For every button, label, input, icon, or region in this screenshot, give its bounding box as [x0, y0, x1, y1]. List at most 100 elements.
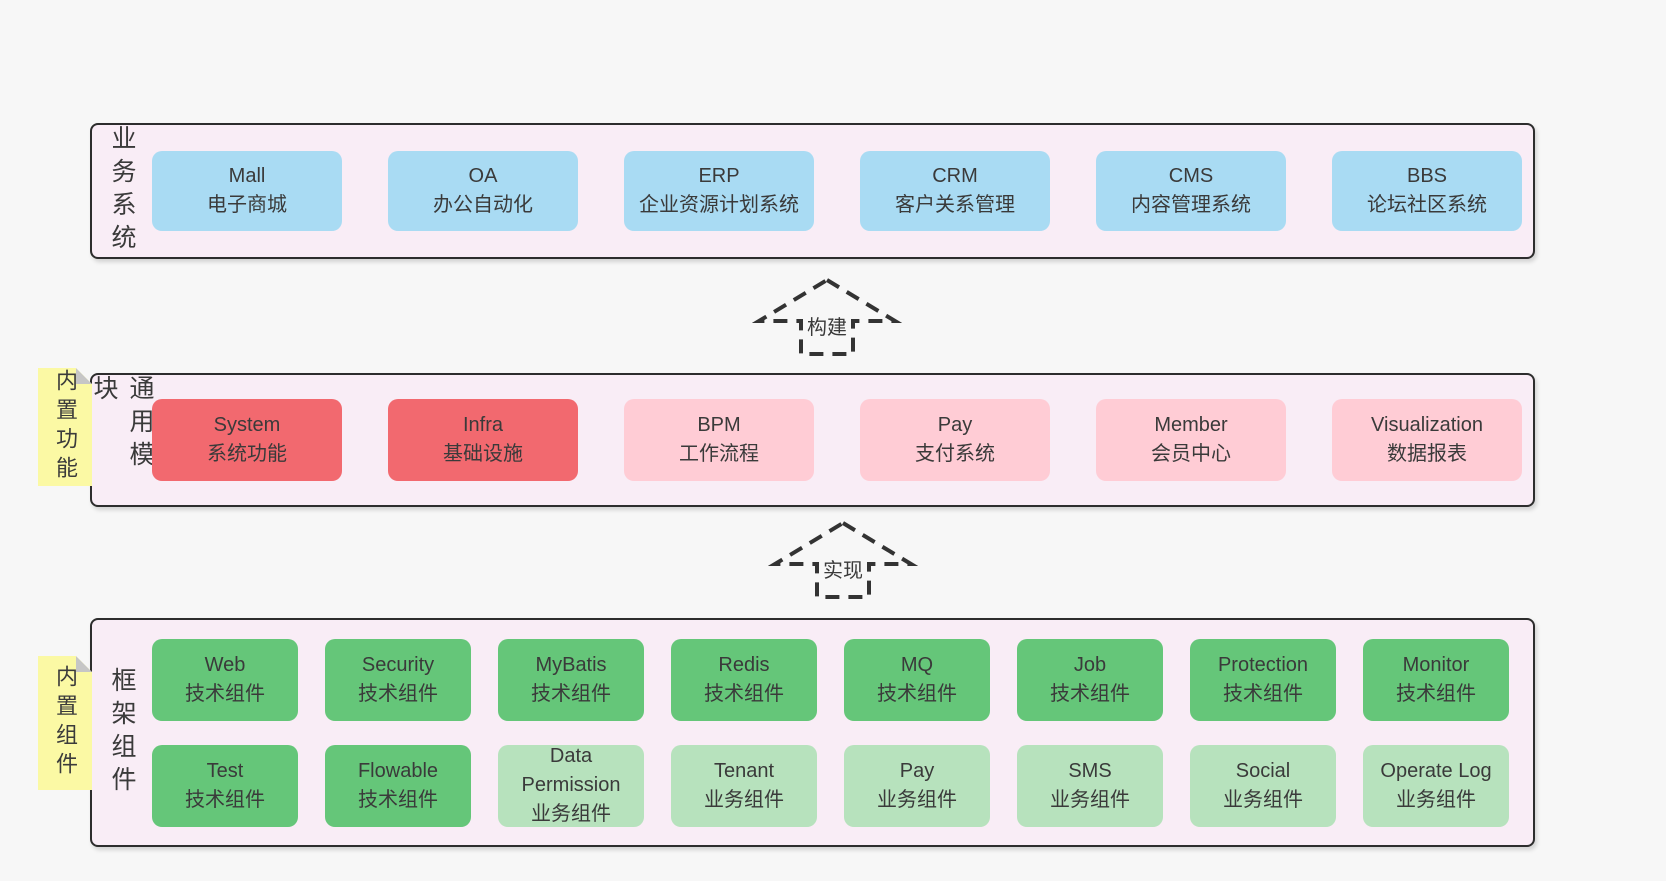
box-subtitle: 技术组件: [704, 682, 784, 705]
box-test: Test 技术组件: [152, 744, 298, 827]
box-subtitle: 业务组件: [704, 788, 784, 811]
box-subtitle: 会员中心: [1151, 443, 1231, 465]
box-subtitle: 技术组件: [1223, 682, 1303, 705]
box-bbs: BBS 论坛社区系统: [1332, 151, 1522, 231]
arrow-build: 构建: [752, 277, 902, 357]
box-monitor: Monitor 技术组件: [1363, 638, 1509, 721]
arrow-implement-label: 实现: [819, 553, 867, 584]
box-erp: ERP 企业资源计划系统: [624, 151, 814, 231]
box-data-permission: Data Permission 业务组件: [498, 744, 644, 827]
box-title: Tenant: [713, 759, 775, 782]
layer-framework-components: 框架组件 Web 技术组件 Security 技术组件 MyBatis 技术组件…: [90, 618, 1535, 847]
box-title: Redis: [718, 653, 770, 676]
box-title: Data Permission: [521, 745, 621, 796]
box-title: MQ: [900, 653, 934, 676]
box-title: MyBatis: [535, 653, 607, 676]
box-pay-module: Pay 支付系统: [860, 399, 1050, 481]
box-title: Mall: [228, 165, 266, 187]
box-title: Flowable: [357, 759, 439, 782]
box-title: ERP: [698, 165, 740, 187]
box-title: Social: [1235, 759, 1291, 782]
box-subtitle: 电子商城: [207, 194, 287, 216]
box-infra: Infra 基础设施: [388, 399, 578, 481]
box-title: BPM: [697, 414, 741, 436]
box-title: System: [213, 414, 281, 436]
box-subtitle: 技术组件: [1050, 682, 1130, 705]
box-subtitle: 客户关系管理: [895, 194, 1015, 216]
box-crm: CRM 客户关系管理: [860, 151, 1050, 231]
box-subtitle: 技术组件: [358, 788, 438, 811]
box-subtitle: 业务组件: [877, 788, 957, 811]
box-subtitle: 技术组件: [877, 682, 957, 705]
box-flowable: Flowable 技术组件: [325, 744, 471, 827]
box-protection: Protection 技术组件: [1190, 638, 1336, 721]
arrow-build-label: 构建: [803, 310, 851, 341]
box-title: Pay: [937, 414, 973, 436]
box-tenant: Tenant 业务组件: [671, 744, 817, 827]
box-subtitle: 系统功能: [207, 443, 287, 465]
box-bpm: BPM 工作流程: [624, 399, 814, 481]
box-oa: OA 办公自动化: [388, 151, 578, 231]
box-subtitle: 业务组件: [1223, 788, 1303, 811]
box-title: OA: [468, 165, 498, 187]
box-subtitle: 技术组件: [531, 682, 611, 705]
box-title: Member: [1154, 414, 1228, 436]
box-web: Web 技术组件: [152, 638, 298, 721]
box-social: Social 业务组件: [1190, 744, 1336, 827]
box-subtitle: 工作流程: [679, 443, 759, 465]
box-subtitle: 基础设施: [443, 443, 523, 465]
tag-label: 内置组件: [53, 665, 78, 781]
box-security: Security 技术组件: [325, 638, 471, 721]
layer-label-business-systems: 业务系统: [108, 125, 136, 257]
box-mybatis: MyBatis 技术组件: [498, 638, 644, 721]
box-visualization: Visualization 数据报表: [1332, 399, 1522, 481]
tag-built-in-features: 内置功能: [38, 368, 92, 486]
box-subtitle: 支付系统: [915, 443, 995, 465]
box-title: CRM: [932, 165, 978, 187]
box-title: Web: [204, 653, 246, 676]
layer-label-framework-components: 框架组件: [108, 666, 136, 799]
box-title: Test: [206, 759, 244, 782]
box-member: Member 会员中心: [1096, 399, 1286, 481]
box-operate-log: Operate Log 业务组件: [1363, 744, 1509, 827]
box-subtitle: 内容管理系统: [1131, 194, 1251, 216]
box-subtitle: 技术组件: [1396, 682, 1476, 705]
box-subtitle: 办公自动化: [433, 194, 533, 216]
box-title: Visualization: [1371, 414, 1483, 436]
box-title: Job: [1073, 653, 1107, 676]
tag-label: 内置功能: [53, 369, 78, 485]
box-title: Monitor: [1402, 653, 1470, 676]
box-pay-component: Pay 业务组件: [844, 744, 990, 827]
layer-business-systems: 业务系统 Mall 电子商城 OA 办公自动化 ERP 企业资源计划系统 CRM…: [90, 123, 1535, 259]
box-title: SMS: [1068, 759, 1112, 782]
box-mall: Mall 电子商城: [152, 151, 342, 231]
box-subtitle: 技术组件: [185, 682, 265, 705]
box-title: Pay: [899, 759, 935, 782]
box-subtitle: 业务组件: [531, 803, 611, 825]
arrow-implement: 实现: [768, 520, 918, 600]
framework-components-boxes: Web 技术组件 Security 技术组件 MyBatis 技术组件 Redi…: [152, 620, 1535, 845]
box-title: Protection: [1217, 653, 1309, 676]
box-cms: CMS 内容管理系统: [1096, 151, 1286, 231]
box-title: Operate Log: [1380, 759, 1492, 782]
box-mq: MQ 技术组件: [844, 638, 990, 721]
box-subtitle: 技术组件: [185, 788, 265, 811]
box-redis: Redis 技术组件: [671, 638, 817, 721]
box-job: Job 技术组件: [1017, 638, 1163, 721]
common-modules-boxes: System 系统功能 Infra 基础设施 BPM 工作流程 Pay 支付系统…: [152, 375, 1535, 505]
box-title: BBS: [1406, 165, 1448, 187]
business-systems-boxes: Mall 电子商城 OA 办公自动化 ERP 企业资源计划系统 CRM 客户关系…: [152, 125, 1535, 257]
layer-label-common-modules: 通用模块: [90, 375, 154, 474]
box-title: Security: [361, 653, 435, 676]
box-title: CMS: [1168, 165, 1214, 187]
box-system: System 系统功能: [152, 399, 342, 481]
box-title: Infra: [462, 414, 504, 436]
box-subtitle: 业务组件: [1396, 788, 1476, 811]
box-subtitle: 技术组件: [358, 682, 438, 705]
box-subtitle: 论坛社区系统: [1367, 194, 1487, 216]
box-subtitle: 业务组件: [1050, 788, 1130, 811]
box-sms: SMS 业务组件: [1017, 744, 1163, 827]
tag-built-in-components: 内置组件: [38, 656, 92, 790]
box-subtitle: 数据报表: [1387, 443, 1467, 465]
